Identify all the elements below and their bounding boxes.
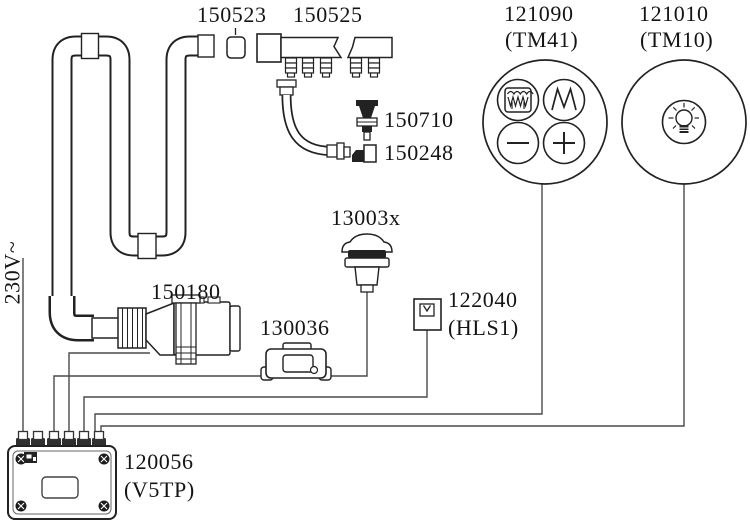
wave-button [542, 78, 586, 122]
wire-hls1 [83, 330, 428, 436]
pipe-coupling-top [80, 32, 100, 60]
label-13003x: 13003x [331, 205, 401, 230]
wire-airbutton-130036 [53, 291, 368, 436]
jets-icon [504, 87, 534, 113]
label-150180: 150180 [151, 279, 221, 304]
label-122040: 122040 [448, 287, 518, 312]
manifold-150525 [256, 33, 393, 78]
pipe-outlet-connector [197, 34, 215, 58]
pump-wet-end [145, 301, 175, 356]
wave-icon [551, 86, 577, 111]
label-120056: 120056 [124, 449, 194, 474]
pump-discharge-pipe [175, 302, 197, 365]
level-sensor-hls1 [413, 298, 442, 331]
plus-icon [553, 132, 575, 154]
label-tm41: (TM41) [505, 27, 579, 52]
label-121090: 121090 [504, 1, 574, 26]
control-panel-tm41 [482, 59, 608, 185]
wire-pump [68, 352, 150, 436]
jets-button [496, 78, 540, 122]
label-150248: 150248 [384, 140, 454, 165]
label-150710: 150710 [384, 107, 454, 132]
pump-end-cap [229, 305, 241, 352]
part-150248 [352, 144, 377, 163]
label-tm10: (TM10) [640, 27, 714, 52]
label-150525: 150525 [293, 2, 363, 27]
pump-150180 [48, 294, 241, 365]
label-130036: 130036 [260, 315, 330, 340]
part-150710 [356, 100, 378, 141]
part-150523 [226, 28, 246, 59]
control-box-120056 [7, 430, 117, 520]
label-121010: 121010 [639, 1, 709, 26]
control-panel-tm10 [621, 59, 747, 185]
box-logo [24, 452, 37, 463]
box-label-window [41, 476, 79, 499]
label-power-230v: 230V~ [0, 240, 25, 305]
corner-screws [15, 453, 110, 512]
air-hose [276, 79, 351, 160]
label-v5tp: (V5TP) [124, 477, 195, 502]
pipe-coupling-bottom [137, 232, 157, 260]
pipe-assembly [51, 32, 215, 318]
cable-glands [16, 430, 106, 447]
light-bulb-icon [668, 103, 699, 133]
wire-tm41 [94, 184, 543, 436]
sensor-130036 [260, 342, 332, 381]
label-hls1: (HLS1) [448, 315, 519, 340]
label-150523: 150523 [197, 2, 267, 27]
air-button-13003x [341, 233, 393, 293]
